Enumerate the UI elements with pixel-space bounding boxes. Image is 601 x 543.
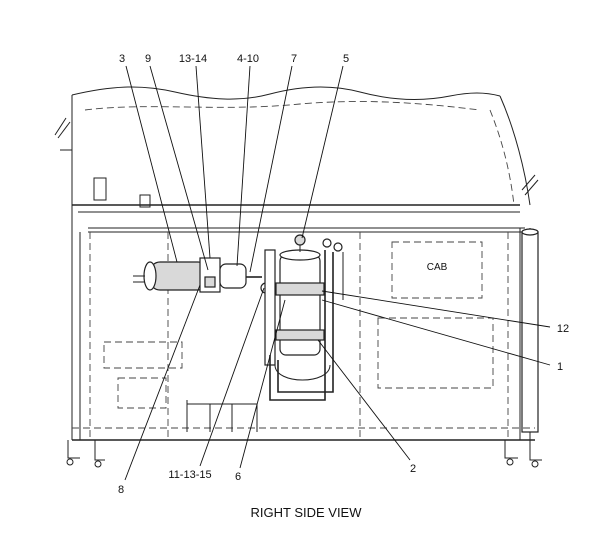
view-caption: RIGHT SIDE VIEW	[251, 505, 363, 520]
machine-outline	[54, 86, 542, 468]
callout-7: 7	[291, 53, 297, 65]
callout-12: 12	[557, 323, 569, 335]
callout-11-13-15: 11-13-15	[168, 469, 211, 481]
callout-9: 9	[145, 53, 151, 65]
callout-1: 1	[557, 361, 563, 373]
callout-2: 2	[410, 463, 416, 475]
callout-5: 5	[343, 53, 349, 65]
cab-panel: CAB	[391, 241, 483, 299]
leader-lines	[124, 65, 551, 481]
callout-6: 6	[235, 471, 241, 483]
callout-3: 3	[119, 53, 125, 65]
cab-label: CAB	[427, 262, 448, 273]
callout-13-14: 13-14	[179, 53, 207, 65]
vertical-unit-assembly	[264, 234, 344, 401]
callout-labels: 3 9 13-14 4-10 7 5 12 1 2 6 11-13-15 8	[118, 53, 569, 496]
callout-8: 8	[118, 484, 124, 496]
callout-4-10: 4-10	[237, 53, 259, 65]
horizontal-cylinder-assembly	[133, 257, 272, 294]
